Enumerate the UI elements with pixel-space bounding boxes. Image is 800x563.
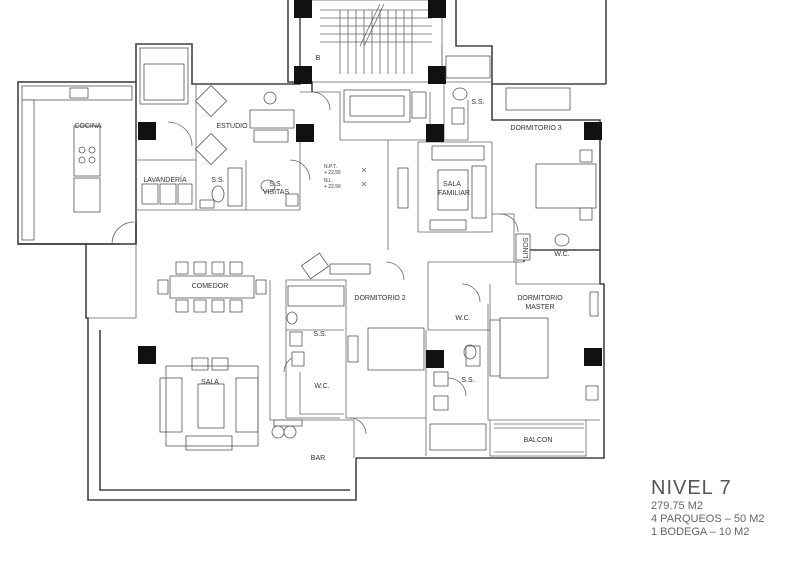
- label-wc-master: W.C.: [455, 315, 470, 322]
- nl-value: + 22.56: [324, 184, 341, 190]
- label-wc-d3: W.C.: [554, 251, 569, 258]
- level-parking: 4 PARQUEOS – 50 M2: [651, 513, 765, 525]
- label-ss-servicio: S.S.: [211, 177, 224, 184]
- living-room-furniture: [159, 357, 303, 451]
- bedroom-2-furniture: [286, 285, 425, 371]
- label-estudio: ESTUDIO: [216, 123, 248, 130]
- laundry-fixtures: [141, 167, 299, 209]
- label-escalera-b: B: [316, 55, 321, 62]
- nl-label: N.L.: [324, 178, 333, 184]
- npt-value: + 22.55: [324, 170, 341, 176]
- level-title: NIVEL 7: [651, 477, 732, 499]
- label-dormitorio-master-1: DORMITORIO: [517, 295, 563, 302]
- label-comedor: COMEDOR: [192, 283, 229, 290]
- label-sala: SALA: [201, 379, 219, 386]
- top-bath-fixtures: [343, 55, 491, 125]
- staircase: [299, 0, 443, 83]
- exterior-walls: [17, 0, 607, 501]
- level-info: NIVEL 7 279.75 M2 4 PARQUEOS – 50 M2 1 B…: [651, 476, 800, 539]
- label-sala-familiar-1: SALA: [443, 181, 461, 188]
- label-balcon: BALCON: [524, 437, 553, 444]
- label-ss-visitas: S.S.: [269, 181, 282, 188]
- label-lavanderia: LAVANDERÍA: [143, 175, 187, 184]
- npt-label: N.P.T.: [324, 164, 337, 170]
- bedroom-3-furniture: [505, 87, 597, 261]
- balcony-rail: [494, 423, 584, 453]
- master-bedroom-furniture: [429, 291, 599, 451]
- family-room-furniture: [397, 145, 487, 231]
- studio-furniture: [139, 47, 295, 166]
- label-dormitorio-2: DORMITORIO 2: [354, 295, 405, 302]
- label-visitas: VISITAS: [263, 189, 290, 196]
- interior-walls: [88, 46, 600, 458]
- label-bar: BAR: [311, 455, 325, 462]
- level-storage: 1 BODEGA – 10 M2: [651, 526, 750, 538]
- label-dormitorio-master-2: MASTER: [525, 304, 554, 311]
- label-sala-familiar-2: FAMILIAR: [438, 190, 470, 197]
- structural-columns: [138, 0, 602, 368]
- label-linos: LINOS: [523, 237, 530, 258]
- label-cocina: COCINA: [74, 123, 102, 130]
- label-ss-master: S.S.: [461, 377, 474, 384]
- label-dormitorio-3: DORMITORIO 3: [510, 125, 561, 132]
- label-wc-d2: W.C.: [314, 383, 329, 390]
- level-note: N.P.T. + 22.55 N.L. + 22.56: [324, 164, 367, 190]
- room-labels: COCINA ESTUDIO LAVANDERÍA S.S. S.S. VISI…: [74, 55, 569, 462]
- dining-furniture: [157, 252, 371, 313]
- label-ss-d2: S.S.: [313, 331, 326, 338]
- level-area: 279.75 M2: [651, 500, 703, 512]
- kitchen-fixtures: [21, 85, 133, 241]
- doors: [111, 91, 519, 435]
- label-ss-top: S.S.: [471, 99, 484, 106]
